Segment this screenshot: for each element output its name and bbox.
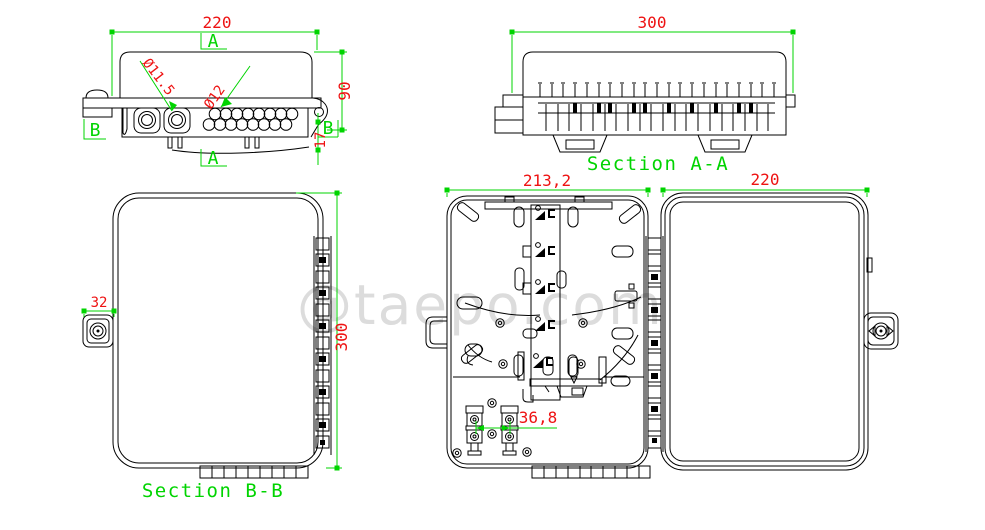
section-aa-label: Section A-A — [587, 153, 729, 175]
dim-internal-clamp: 36,8 — [519, 408, 558, 427]
cover-view: 220 — [660, 170, 899, 471]
section-aa-geometry — [494, 51, 796, 153]
watermark-text: @taepo.com — [297, 273, 664, 337]
cover-dimension-ticks — [660, 187, 870, 193]
internal-dimension-ticks — [444, 187, 651, 431]
side-view-dimension-ticks — [109, 29, 345, 153]
dim-side-port: 17 — [313, 132, 329, 149]
section-marker-b-right: B — [323, 118, 334, 139]
section-bb-hinge-marks — [96, 257, 326, 445]
dim-cover-width: 220 — [751, 170, 780, 189]
internal-hinge-marks — [651, 274, 658, 443]
section-marker-a-top: A — [208, 31, 219, 52]
dim-side-width: 220 — [203, 13, 232, 32]
side-view-dimension-lines — [83, 31, 347, 167]
side-view-geometry — [82, 51, 328, 154]
section-marker-a-bottom: A — [208, 148, 219, 169]
internal-geometry — [425, 195, 664, 479]
section-bb-dimension-ticks — [81, 190, 340, 471]
internal-dimension-lines — [446, 189, 649, 434]
section-aa-dimension-lines — [511, 31, 794, 93]
dim-section-bb-height: 300 — [332, 323, 351, 352]
section-aa-view: 300 Section A-A — [494, 13, 796, 175]
section-bb-label: Section B-B — [142, 480, 284, 502]
cover-dimension-lines — [662, 189, 868, 197]
dim-internal-width: 213,2 — [523, 171, 571, 190]
section-bb-dimension-lines — [83, 192, 342, 469]
section-bb-view: 32 300 Section B-B — [81, 190, 351, 502]
side-view: 220 A A B B 90 17 Ø11.5 Ø12 — [82, 13, 354, 169]
dim-dia-small: Ø11.5 — [139, 56, 178, 99]
cover-lug-screw — [879, 329, 883, 333]
dim-section-bb-lug: 32 — [91, 295, 108, 311]
section-marker-b-left: B — [90, 120, 101, 141]
cover-geometry — [660, 192, 899, 471]
dim-section-aa-width: 300 — [638, 13, 667, 32]
section-bb-geometry — [82, 192, 332, 479]
dim-side-height: 90 — [335, 81, 354, 100]
section-aa-comb-bars — [573, 103, 753, 113]
section-aa-dimension-ticks — [509, 29, 796, 35]
